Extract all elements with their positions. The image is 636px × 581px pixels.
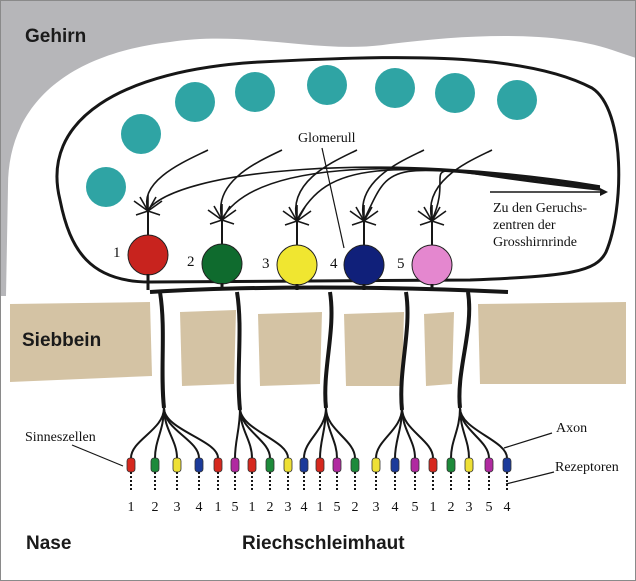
receptor-number: 3 (369, 500, 383, 516)
receptor-number: 1 (124, 500, 138, 516)
bone-plate (344, 312, 404, 386)
receptor-cell (429, 458, 437, 472)
receptor-number: 1 (426, 500, 440, 516)
receptor-cell (333, 458, 341, 472)
receptor-cell (391, 458, 399, 472)
receptor-cell (465, 458, 473, 472)
glomerulus (435, 73, 475, 113)
receptor-number: 1 (211, 500, 225, 516)
receptor-number: 5 (482, 500, 496, 516)
ethmoid-bone (10, 302, 626, 386)
receptor-number: 3 (281, 500, 295, 516)
receptor-number: 4 (297, 500, 311, 516)
receptor-cell (195, 458, 203, 472)
receptor-number: 1 (313, 500, 327, 516)
mitral-number: 4 (330, 256, 338, 273)
mitral-number: 5 (397, 256, 405, 273)
receptor-cell (151, 458, 159, 472)
label-rezeptoren: Rezeptoren (555, 459, 619, 476)
mitral-cell (412, 245, 452, 285)
receptor-cell (300, 458, 308, 472)
label-siebbein: Siebbein (22, 330, 101, 352)
nerve-bundle (237, 292, 240, 410)
mitral-number: 3 (262, 256, 270, 273)
label-axon: Axon (556, 420, 587, 437)
glomerulus (375, 68, 415, 108)
mitral-number: 2 (187, 254, 195, 271)
receptor-cell (248, 458, 256, 472)
bone-plate (258, 312, 322, 386)
label-glomerull: Glomerull (298, 130, 356, 147)
receptor-cell (503, 458, 511, 472)
receptor-number: 4 (500, 500, 514, 516)
mitral-cell (344, 245, 384, 285)
receptor-number: 1 (245, 500, 259, 516)
receptor-number: 2 (263, 500, 277, 516)
glomerulus (235, 72, 275, 112)
receptor-number: 3 (462, 500, 476, 516)
receptor-cell (372, 458, 380, 472)
receptor-number: 2 (444, 500, 458, 516)
receptor-number: 5 (330, 500, 344, 516)
glomerulus (121, 114, 161, 154)
receptor-cell (351, 458, 359, 472)
receptor-cell (266, 458, 274, 472)
label-geruchszentren: Zu den Geruchs- zentren der Grosshirnrin… (493, 200, 613, 251)
receptor-number: 5 (408, 500, 422, 516)
receptor-number: 2 (148, 500, 162, 516)
label-nase: Nase (26, 533, 71, 555)
receptor-cell (485, 458, 493, 472)
receptor-number: 3 (170, 500, 184, 516)
label-riechschleimhaut: Riechschleimhaut (242, 533, 405, 555)
receptor-number: 4 (192, 500, 206, 516)
glomerulus (307, 65, 347, 105)
bone-plate (424, 312, 454, 386)
mitral-cell (202, 244, 242, 284)
receptor-number: 4 (388, 500, 402, 516)
mitral-number: 1 (113, 245, 121, 262)
receptor-number: 5 (228, 500, 242, 516)
receptor-number: 2 (348, 500, 362, 516)
label-gehirn: Gehirn (25, 26, 86, 48)
receptor-cell (447, 458, 455, 472)
receptor-cell (284, 458, 292, 472)
receptor-cell (231, 458, 239, 472)
receptor-cell (173, 458, 181, 472)
mitral-cell (277, 245, 317, 285)
receptor-cell (127, 458, 135, 472)
glomerulus (86, 167, 126, 207)
bone-plate (180, 310, 236, 386)
receptor-cell (214, 458, 222, 472)
glomerulus (175, 82, 215, 122)
mitral-cell (128, 235, 168, 275)
receptor-cell (411, 458, 419, 472)
receptor-cell (316, 458, 324, 472)
glomerulus (497, 80, 537, 120)
label-sinneszellen: Sinneszellen (25, 429, 96, 446)
bone-plate (478, 302, 626, 384)
